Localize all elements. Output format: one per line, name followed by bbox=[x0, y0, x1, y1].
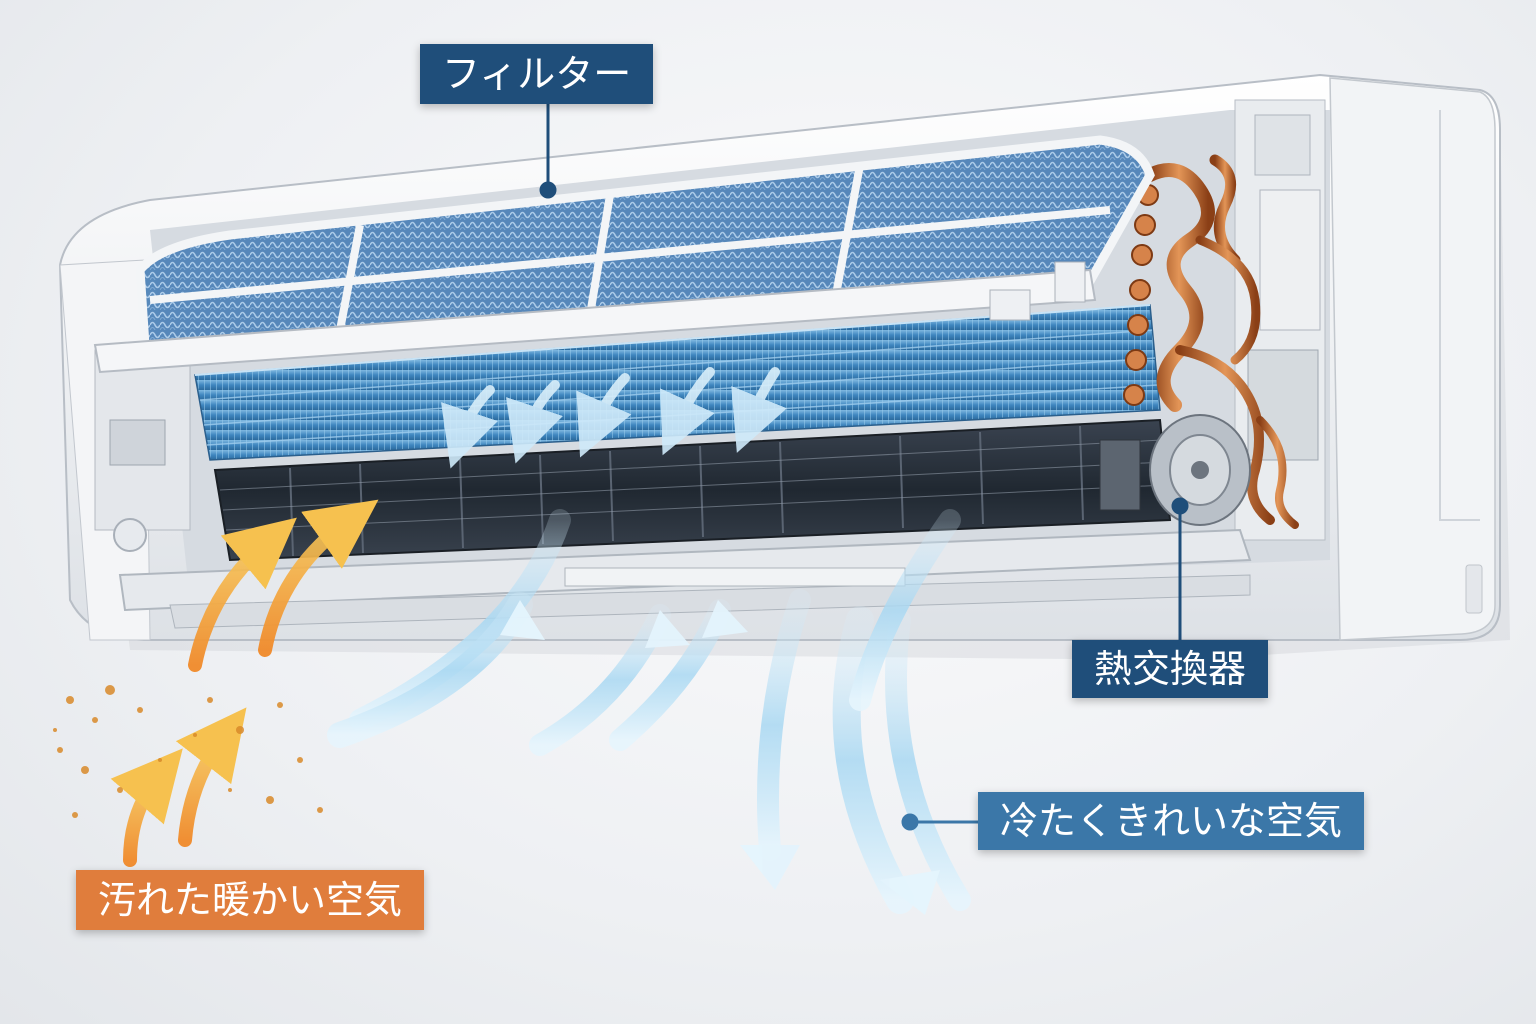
dust-particles bbox=[53, 685, 323, 818]
intake-airflow-arrows bbox=[441, 367, 787, 469]
copper-pipes bbox=[1143, 154, 1299, 529]
cool-air-arrowheads bbox=[500, 600, 940, 915]
warm-air-inflow bbox=[110, 499, 379, 867]
cool-clean-air-label: 冷たくきれいな空気 bbox=[978, 792, 1365, 850]
filter-label: フィルター bbox=[420, 44, 654, 104]
leader-lines bbox=[539, 104, 1189, 831]
heat-exchanger-label: 熱交換器 bbox=[1072, 640, 1269, 698]
fan-motor bbox=[1099, 414, 1251, 526]
pipe-bends bbox=[1123, 184, 1159, 406]
louver bbox=[118, 528, 1252, 629]
dirty-warm-air-label: 汚れた暖かい空気 bbox=[76, 870, 425, 930]
air-filter bbox=[93, 135, 1155, 374]
